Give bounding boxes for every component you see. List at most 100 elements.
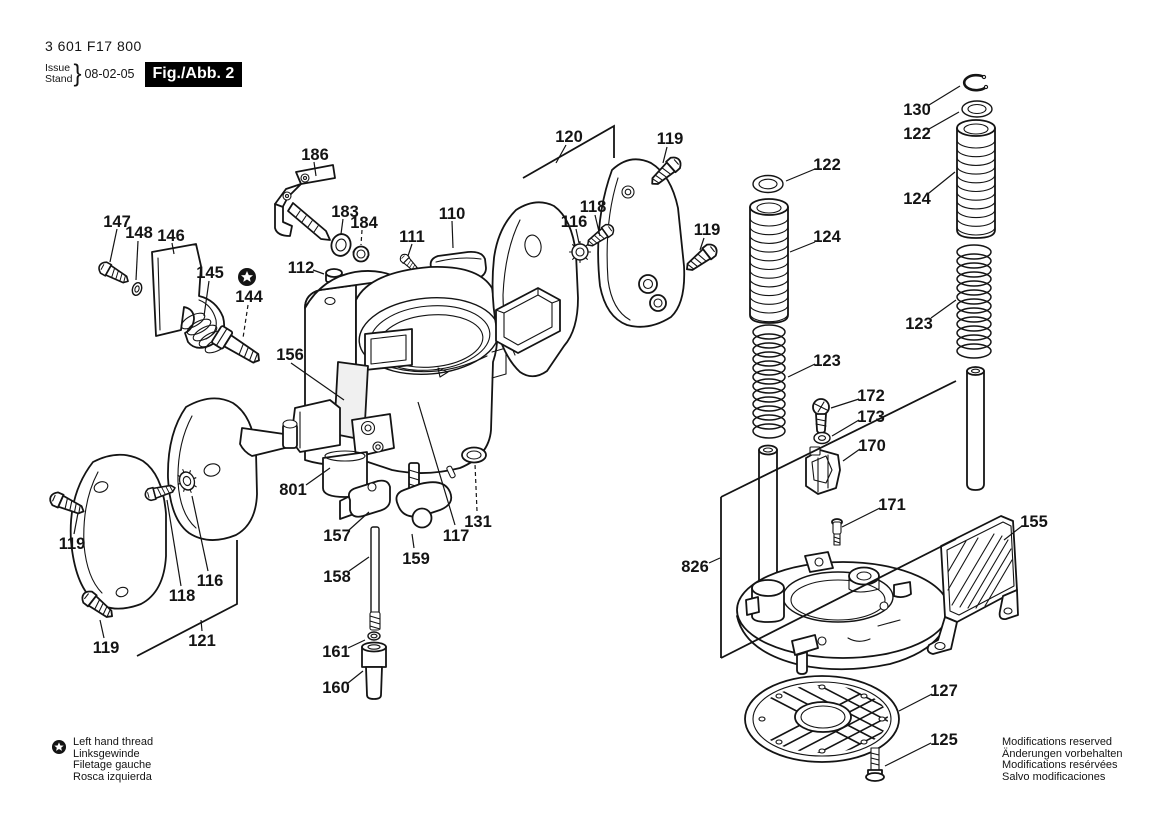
part-callout-147: 147 <box>103 213 131 231</box>
leader-line-146 <box>171 242 175 255</box>
part-callout-159: 159 <box>402 550 430 568</box>
spring-123-right <box>956 244 992 359</box>
leader-line-127 <box>898 693 933 712</box>
leader-line-170 <box>842 448 861 462</box>
leader-line-801 <box>305 467 331 486</box>
sole-plate-127 <box>744 675 900 763</box>
part-callout-130: 130 <box>903 101 931 119</box>
title-block: 3 601 F17 800 Issue Stand } 08-02-05 Fig… <box>45 38 243 88</box>
part-callout-121: 121 <box>188 632 216 650</box>
leader-line-123 <box>787 363 816 378</box>
stand-label: Stand <box>45 73 73 85</box>
screw-172 <box>812 398 830 434</box>
leader-line-160 <box>347 670 364 684</box>
o-ring-161 <box>367 631 381 641</box>
leader-line-119 <box>73 512 79 535</box>
guide-rod-right <box>966 366 985 491</box>
screw-147 <box>95 259 132 288</box>
part-callout-119: 119 <box>657 130 684 148</box>
part-callout-144: 144 <box>235 288 263 306</box>
o-ring-122-left <box>752 174 784 194</box>
leader-line-112 <box>312 269 325 275</box>
leader-line-123 <box>930 299 957 319</box>
snap-ring-130 <box>962 73 989 92</box>
part-callout-172: 172 <box>857 387 885 405</box>
leader-line-155 <box>1003 525 1023 541</box>
washer-183 <box>330 233 352 257</box>
part-callout-161: 161 <box>322 643 350 661</box>
part-callout-127: 127 <box>930 682 958 700</box>
leader-line-184 <box>360 229 363 246</box>
left-hand-thread-line-en: Left hand thread <box>73 736 154 748</box>
part-callout-183: 183 <box>331 203 359 221</box>
left-hand-thread-star-icon <box>51 739 67 755</box>
leader-line-122 <box>928 111 960 130</box>
part-callout-160: 160 <box>322 679 350 697</box>
part-callout-112: 112 <box>288 259 315 277</box>
pin-171 <box>831 518 843 546</box>
guide-rod-left <box>758 444 778 609</box>
left-hand-thread-line-fr: Filetage gauche <box>73 759 152 771</box>
issue-date: 08-02-05 <box>84 67 135 81</box>
leader-line-145 <box>203 280 210 317</box>
modifications-line-es: Salvo modificaciones <box>1002 770 1106 783</box>
washer-173 <box>813 431 831 445</box>
sleeve-160 <box>361 641 387 700</box>
leader-line-116 <box>575 228 580 244</box>
o-ring-131 <box>461 446 487 464</box>
part-callout-148: 148 <box>125 224 153 242</box>
left-hand-thread-line-de: Linksgewinde <box>73 747 140 760</box>
slide-block-170 <box>805 446 841 495</box>
part-callout-120: 120 <box>555 128 583 146</box>
part-callout-119: 119 <box>694 221 721 239</box>
leader-line-826 <box>708 557 721 564</box>
part-callout-171: 171 <box>878 496 906 514</box>
document-number: 3 601 F17 800 <box>45 38 142 54</box>
part-callout-186: 186 <box>301 146 329 164</box>
clamp-lever-157 <box>339 479 391 520</box>
leader-line-118 <box>594 214 601 237</box>
part-callout-118: 118 <box>169 587 196 605</box>
leader-line-147 <box>109 228 118 263</box>
leader-line-159 <box>411 533 415 549</box>
leader-line-119 <box>662 146 668 164</box>
latch-bracket-186 <box>274 164 336 241</box>
leader-line-157 <box>348 511 370 531</box>
part-callout-124: 124 <box>813 228 841 246</box>
modifications-line-fr: Modifications resérvées <box>1002 759 1118 771</box>
leader-line-119 <box>99 619 105 639</box>
handle-half-left-outer <box>69 453 167 610</box>
group-bracket-120 <box>522 124 615 179</box>
part-callout-123: 123 <box>905 315 933 333</box>
part-callout-116: 116 <box>561 213 588 231</box>
leader-line-120 <box>555 144 567 164</box>
figure-label: Fig./Abb. 2 <box>144 61 243 87</box>
modifications-line-de: Änderungen vorbehalten <box>1002 747 1123 760</box>
leader-line-116 <box>191 495 209 572</box>
leader-line-118 <box>166 499 182 587</box>
part-callout-157: 157 <box>323 527 351 545</box>
part-callout-826: 826 <box>681 558 709 576</box>
part-callout-119: 119 <box>93 639 120 657</box>
issue-label: Issue <box>45 62 71 74</box>
pin-117 <box>446 465 456 479</box>
left-hand-thread-note: Left hand thread Linksgewinde Filetage g… <box>50 736 154 783</box>
part-callout-173: 173 <box>857 408 885 426</box>
group-bracket-826-top <box>720 380 957 498</box>
washer-148 <box>131 281 143 297</box>
left-hand-thread-star-icon <box>238 268 256 286</box>
leader-line-125 <box>884 742 932 767</box>
cap-112 <box>325 268 343 283</box>
bellows-124-right <box>956 119 996 239</box>
screw-125 <box>865 747 885 782</box>
brace-glyph: } <box>73 59 82 88</box>
lock-washer-116-right <box>568 240 592 264</box>
leader-line-171 <box>841 507 881 528</box>
part-callout-124: 124 <box>903 190 931 208</box>
modifications-note: Modifications reserved Änderungen vorbeh… <box>1002 736 1123 783</box>
spring-123-left <box>752 324 786 439</box>
leader-line-173 <box>831 419 860 437</box>
part-callout-119: 119 <box>59 535 86 553</box>
